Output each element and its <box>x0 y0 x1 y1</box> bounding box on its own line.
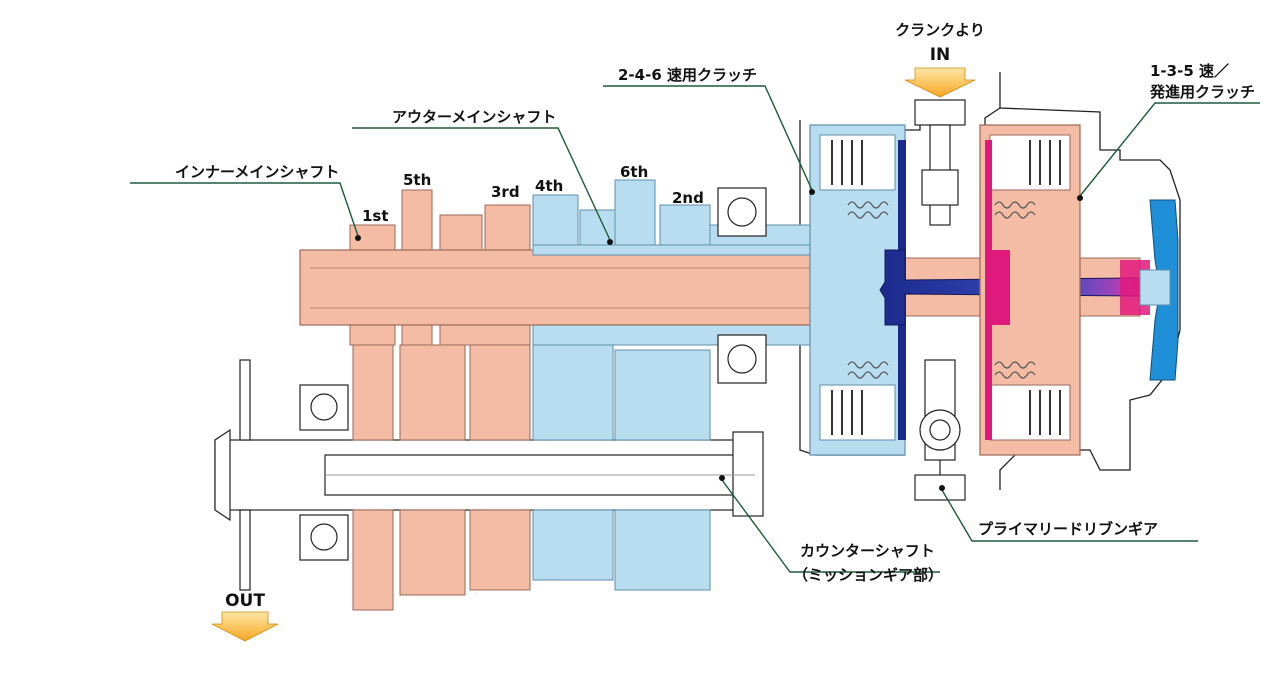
text-labels: クランクより IN OUT 2-4-6 速用クラッチ 1-3-5 速／ 発進用ク… <box>175 21 1255 611</box>
label-counter-shaft-line2: （ミッションギア部） <box>793 566 943 584</box>
label-clutch-135-line1: 1-3-5 速／ <box>1150 62 1229 80</box>
label-crank-from: クランクより <box>895 21 985 39</box>
inner-main-shaft-body <box>299 249 891 326</box>
label-gear-2nd: 2nd <box>672 189 704 207</box>
label-gear-1st: 1st <box>362 207 389 225</box>
main-shaft-bearings <box>717 187 767 384</box>
label-gear-4th: 4th <box>535 177 563 195</box>
label-out: OUT <box>225 591 265 611</box>
counter-gears-odd <box>352 329 531 611</box>
counter-shaft-bearings <box>299 384 349 561</box>
label-clutch-246: 2-4-6 速用クラッチ <box>618 66 757 84</box>
outer-main-shaft-body <box>532 244 816 256</box>
input-arrow <box>904 67 976 98</box>
output-arrow <box>211 611 279 642</box>
label-inner-main-shaft: インナーメインシャフト <box>175 163 339 181</box>
label-gear-5th: 5th <box>403 171 431 189</box>
label-in: IN <box>930 45 951 65</box>
label-gear-6th: 6th <box>620 163 648 181</box>
label-gear-3rd: 3rd <box>491 183 520 201</box>
label-counter-shaft-line1: カウンターシャフト <box>800 542 935 560</box>
primary-driven-gear-assembly <box>914 99 966 501</box>
clutch-135 <box>979 124 1150 456</box>
counter-gears-even <box>532 339 711 591</box>
label-outer-main-shaft: アウターメインシャフト <box>392 108 556 126</box>
leader-lines <box>130 85 1260 573</box>
damper-hub <box>1139 199 1179 381</box>
label-primary-driven-gear: プライマリードリブンギア <box>978 520 1158 538</box>
label-clutch-135-line2: 発進用クラッチ <box>1149 83 1255 101</box>
